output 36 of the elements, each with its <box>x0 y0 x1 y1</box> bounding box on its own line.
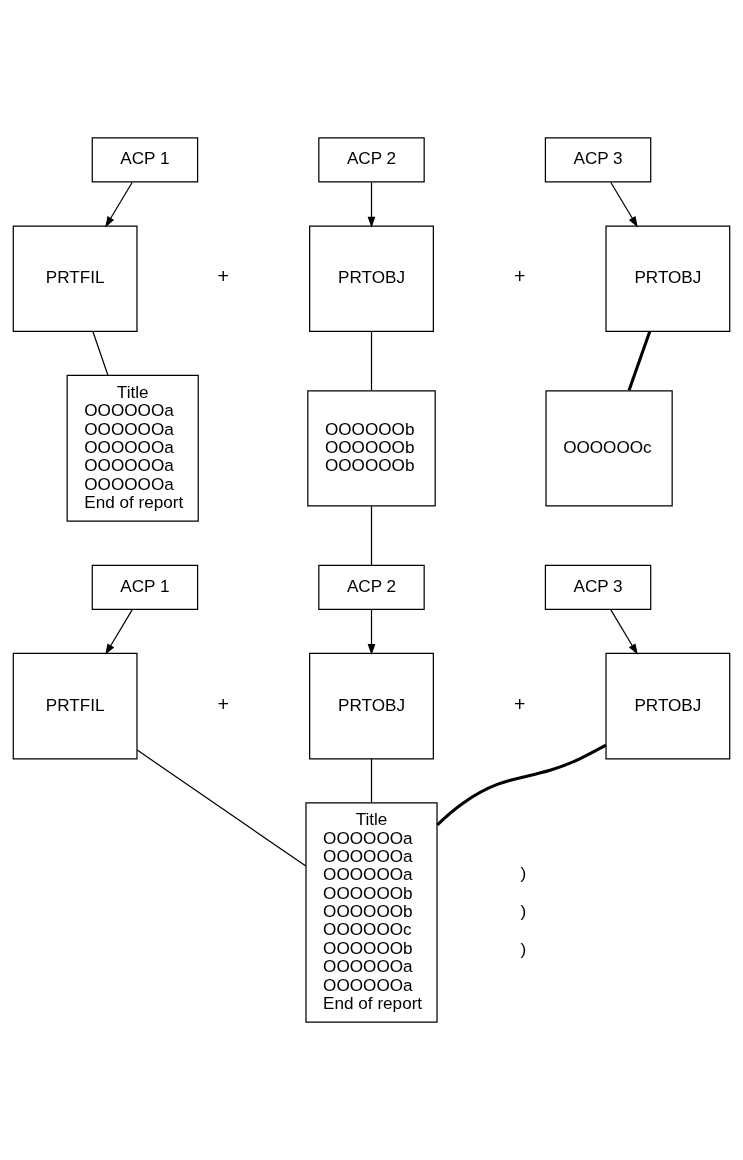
connector <box>92 330 109 376</box>
label: + <box>217 692 230 715</box>
node-box: ACP 1 <box>91 564 199 610</box>
arrow <box>610 609 638 655</box>
node-box: OOOOOOc <box>545 390 673 507</box>
node-box: PRTOBJ <box>605 225 731 332</box>
node-box: ACP 3 <box>544 137 652 183</box>
connector <box>370 505 373 566</box>
connector <box>436 743 607 826</box>
label: + <box>513 265 526 288</box>
connector <box>370 758 373 804</box>
arrow <box>367 181 376 228</box>
node-box: ACP 2 <box>318 564 425 610</box>
node-label: ) <box>520 938 527 959</box>
connector <box>136 749 307 867</box>
arrow <box>105 181 133 228</box>
node-box: PRTOBJ <box>309 652 434 760</box>
node-box: PRTOBJ <box>309 225 434 332</box>
node-box: PRTFIL <box>12 225 138 332</box>
arrow <box>105 609 133 655</box>
connector <box>627 330 652 391</box>
arrow <box>610 181 638 228</box>
node-label: ) <box>520 863 527 884</box>
arrow <box>367 609 376 656</box>
node-box: PRTFIL <box>12 652 138 760</box>
node-box: OOOOOOb OOOOOOb OOOOOOb <box>307 390 436 507</box>
node-label: ) <box>520 901 527 922</box>
label: + <box>217 265 230 288</box>
node-box: PRTOBJ <box>605 652 731 760</box>
node-box: ACP 2 <box>318 137 425 183</box>
connector <box>370 330 373 391</box>
node-box: ACP 3 <box>544 564 652 610</box>
node-box: Title OOOOOOa OOOOOOa OOOOOOa OOOOOOb OOOOOOb OOOOOOc OOOOOOb OOOOOOa OOOOOOa End of report <box>305 802 438 1023</box>
node-box: Title OOOOOOa OOOOOOa OOOOOOa OOOOOOa OOOOOOa End of report <box>66 374 199 522</box>
node-box: ACP 1 <box>91 137 199 183</box>
label: + <box>513 692 526 715</box>
